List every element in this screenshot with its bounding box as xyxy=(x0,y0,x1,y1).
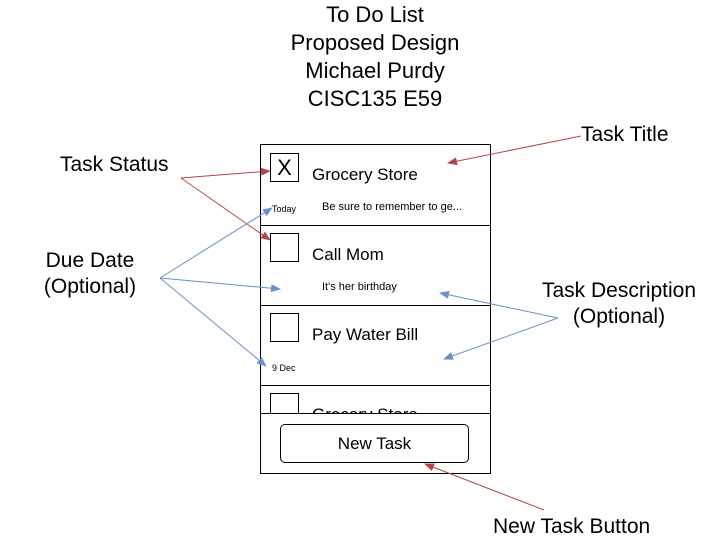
task-status-label: Task Status xyxy=(60,153,169,176)
task-description-label: Task Description (Optional) xyxy=(533,278,705,330)
task-due-date: Today xyxy=(272,204,297,214)
task-item[interactable]: Call Mom It's her birthday xyxy=(261,225,490,306)
task-status-checkbox[interactable]: X xyxy=(270,153,299,182)
app-footer: New Task xyxy=(261,413,490,473)
due-date-label-line2: (Optional) xyxy=(43,275,137,298)
task-item[interactable]: X Grocery Store Today Be sure to remembe… xyxy=(261,145,490,226)
task-due-date: 9 Dec xyxy=(272,363,296,373)
task-description: It's her birthday xyxy=(322,281,397,293)
task-status-arrow xyxy=(180,167,271,179)
task-title-label: Task Title xyxy=(581,123,669,146)
due-date-label-line1: Due Date xyxy=(45,249,135,272)
new-task-button[interactable]: New Task xyxy=(280,424,469,463)
task-title-arrow xyxy=(447,135,582,166)
new-task-button-arrow xyxy=(424,463,545,511)
new-task-button-label: New Task Button xyxy=(493,515,651,538)
task-status-arrow xyxy=(180,177,271,241)
due-date-label: Due Date (Optional) xyxy=(39,248,141,300)
task-title: Call Mom xyxy=(312,245,384,264)
task-description-label-line1: Task Description xyxy=(541,279,697,302)
task-status-checkbox[interactable] xyxy=(270,233,299,262)
task-item[interactable]: Pay Water Bill 9 Dec xyxy=(261,305,490,386)
phone-mockup: X Grocery Store Today Be sure to remembe… xyxy=(260,144,491,474)
task-description-arrow xyxy=(443,317,559,360)
task-title: Pay Water Bill xyxy=(312,325,419,344)
task-description-arrow xyxy=(439,290,559,319)
due-date-arrow xyxy=(159,277,267,367)
header-title: To Do List xyxy=(326,2,424,27)
due-date-arrow xyxy=(159,207,273,279)
due-date-arrow xyxy=(159,277,281,293)
header-course: CISC135 E59 xyxy=(307,86,443,111)
header-subtitle: Proposed Design xyxy=(290,30,460,55)
diagram-header: To Do List Proposed Design Michael Purdy… xyxy=(275,1,475,113)
task-status-checkbox[interactable] xyxy=(270,313,299,342)
task-title: Grocery Store xyxy=(312,165,418,184)
header-author: Michael Purdy xyxy=(305,58,445,83)
task-description-label-line2: (Optional) xyxy=(572,305,666,328)
task-description: Be sure to remember to ge... xyxy=(322,201,463,213)
